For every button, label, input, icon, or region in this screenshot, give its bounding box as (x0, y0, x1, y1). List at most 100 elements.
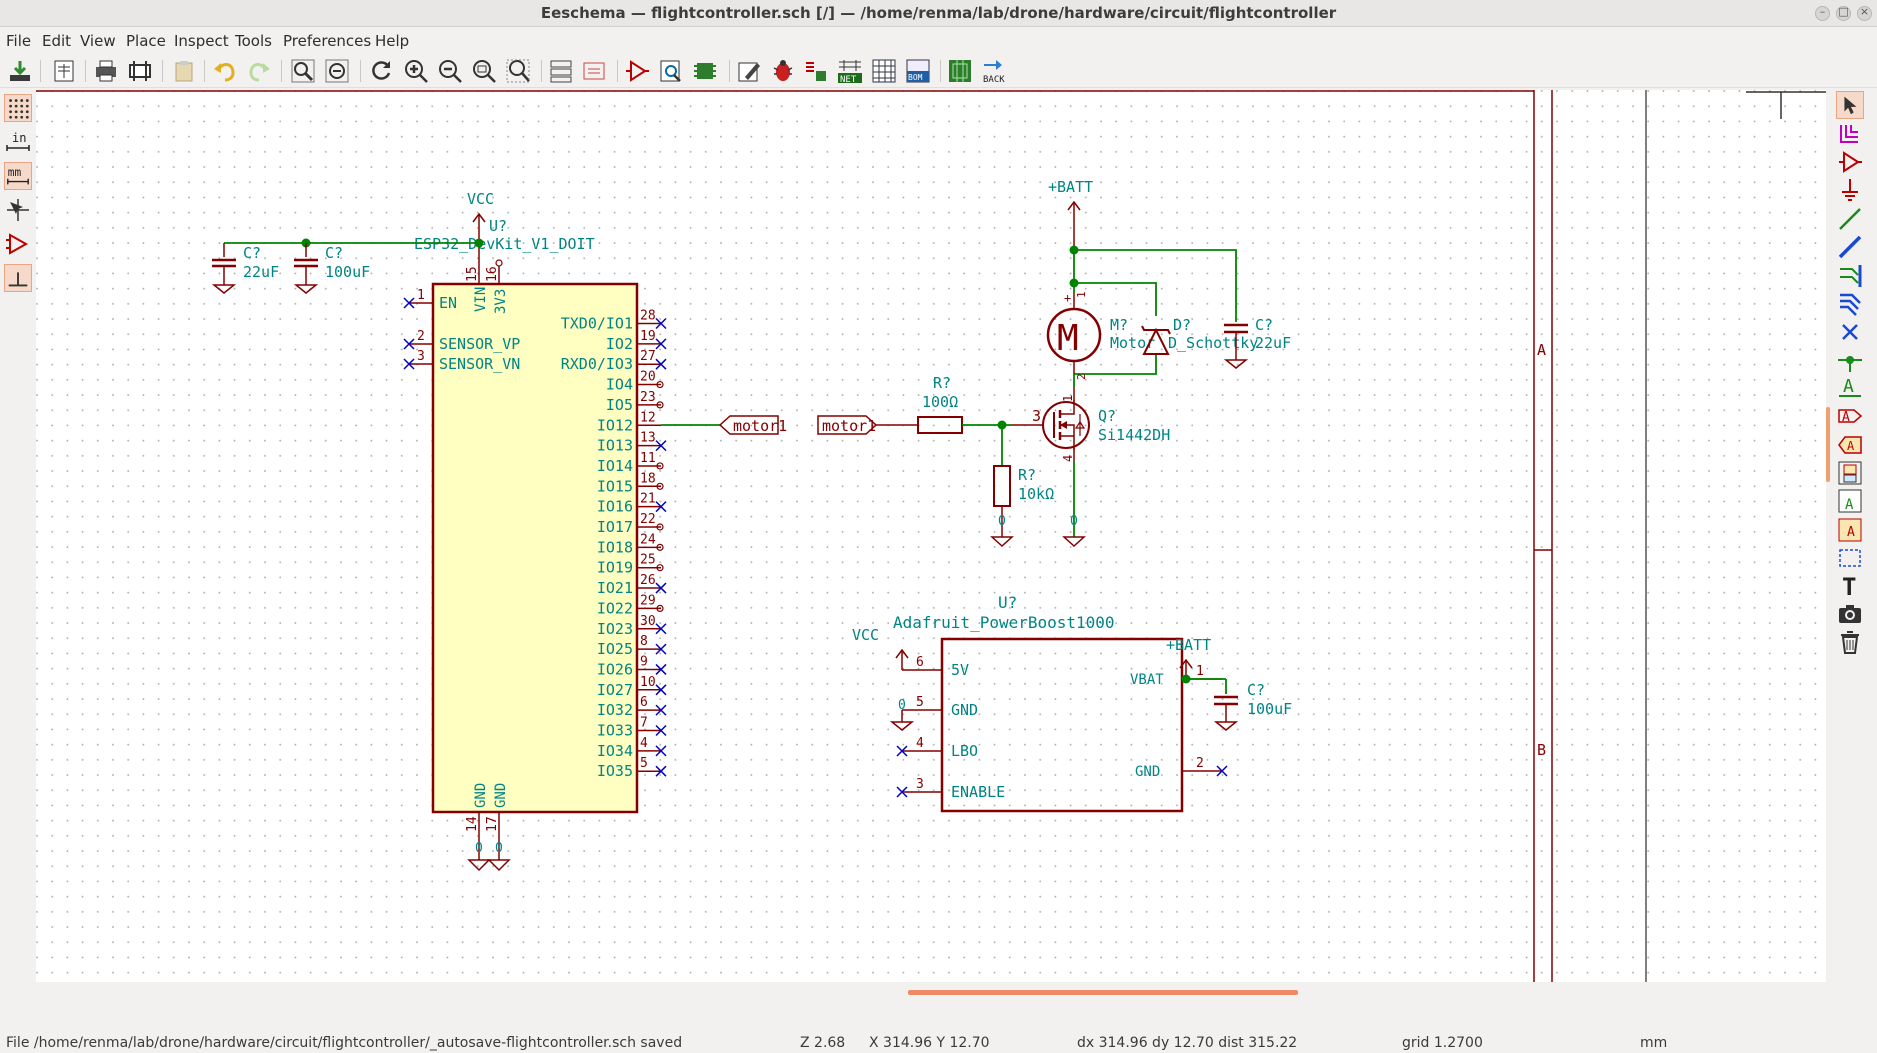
close-button[interactable]: × (1857, 5, 1872, 21)
no-connect-marker[interactable] (655, 501, 667, 513)
pulldown-resistor[interactable]: 0 R? 10kΩ (990, 465, 1054, 548)
batt-power-symbol-pb[interactable]: +BATT (1166, 636, 1211, 679)
no-connect-marker[interactable] (896, 786, 908, 798)
horizontal-scrollbar[interactable] (36, 982, 1826, 1000)
no-connect-marker[interactable] (655, 623, 667, 635)
hidden-pins-icon[interactable] (4, 230, 32, 258)
menu-view[interactable]: View (80, 32, 116, 50)
cursor-shape-icon[interactable] (4, 196, 32, 224)
no-connect-marker[interactable] (896, 745, 908, 757)
hierarchy-navigator-icon[interactable] (547, 57, 575, 85)
annotate-icon[interactable] (735, 57, 763, 85)
menu-edit[interactable]: Edit (42, 32, 72, 50)
add-bus-icon[interactable] (1836, 233, 1864, 261)
vcc-power-symbol-pb[interactable]: VCC (852, 626, 909, 670)
pcbnew-icon[interactable] (946, 57, 974, 85)
motor-m1[interactable]: M + 1 2 M? Motor (1046, 291, 1155, 380)
redo-icon[interactable] (245, 57, 273, 85)
add-sheet-pin-icon[interactable]: A (1836, 516, 1864, 544)
esp32-gnd-symbols[interactable]: 0 0 (467, 841, 511, 872)
paste-icon[interactable] (170, 57, 198, 85)
no-connect-marker[interactable] (655, 317, 667, 330)
import-sheet-pin-icon[interactable]: A (1836, 487, 1864, 515)
back-annotate-icon[interactable]: BACK (980, 57, 1014, 85)
page-settings-icon[interactable] (50, 57, 78, 85)
maximize-button[interactable]: □ (1836, 5, 1851, 21)
text-icon[interactable]: T (1836, 572, 1864, 600)
pb-gnd-symbol[interactable]: 0 (889, 698, 915, 731)
esp32-body[interactable] (431, 282, 639, 814)
vcc-power-symbol[interactable]: VCC (467, 190, 494, 260)
no-connect-marker[interactable] (655, 745, 667, 757)
menu-preferences[interactable]: Preferences (283, 32, 372, 50)
no-connect-marker[interactable] (655, 643, 667, 655)
powerboost-body[interactable] (940, 637, 1184, 813)
no-connect-marker[interactable] (403, 338, 415, 350)
no-connect-marker[interactable] (403, 358, 415, 370)
add-wire-icon[interactable] (1836, 205, 1864, 233)
bom-icon[interactable]: BOM (904, 57, 932, 85)
find-replace-icon[interactable] (323, 57, 351, 85)
gate-resistor[interactable]: R? 100Ω (917, 374, 963, 434)
zoom-fit-icon[interactable] (470, 57, 498, 85)
select-icon[interactable] (1836, 91, 1864, 119)
print-icon[interactable] (92, 57, 120, 85)
leave-sheet-icon[interactable] (580, 57, 608, 85)
units-mm-icon[interactable]: mm (4, 162, 32, 190)
add-symbol-icon[interactable] (1836, 148, 1864, 176)
motor1-label-driver[interactable]: motor1 (817, 415, 878, 435)
net-label-icon[interactable]: A (1836, 374, 1864, 402)
wire-45-icon[interactable] (4, 264, 32, 292)
plot-icon[interactable] (126, 57, 154, 85)
no-connect-marker[interactable] (655, 338, 667, 350)
bus-definitions-icon[interactable] (870, 57, 898, 85)
mosfet-q1[interactable]: 3 1 4 Q? Si1442DH (1011, 388, 1170, 462)
image-icon[interactable] (1836, 600, 1864, 628)
menu-tools[interactable]: Tools (235, 32, 272, 50)
footprint-editor-icon[interactable] (691, 57, 719, 85)
hier-label-icon[interactable]: A (1836, 431, 1864, 459)
junction-icon[interactable] (1836, 346, 1864, 374)
undo-icon[interactable] (211, 57, 239, 85)
pb-gnd-noconnect[interactable] (1216, 765, 1228, 777)
menu-file[interactable]: File (6, 32, 32, 50)
no-connect-marker[interactable] (655, 765, 667, 777)
esp32-symbol[interactable]: U? ESP32_DevKit_V1_DOIT 28TXD0/IO119IO22… (403, 217, 667, 860)
q1-gnd-symbol[interactable] (1062, 536, 1086, 548)
global-label-icon[interactable]: A (1836, 402, 1864, 430)
zoom-in-icon[interactable] (402, 57, 430, 85)
minimize-button[interactable]: – (1815, 5, 1830, 21)
save-icon[interactable] (6, 57, 34, 85)
batt-power-symbol-top[interactable]: +BATT (1048, 178, 1093, 250)
symbol-browser-icon[interactable] (657, 57, 685, 85)
no-connect-icon[interactable] (1836, 318, 1864, 346)
find-icon[interactable] (289, 57, 317, 85)
no-connect-marker[interactable] (655, 684, 667, 696)
bus-entry-icon[interactable] (1836, 289, 1864, 317)
add-power-icon[interactable] (1836, 176, 1864, 204)
right-toolbar-scroll-indicator[interactable] (1826, 407, 1830, 482)
menu-place[interactable]: Place (126, 32, 166, 50)
schematic-drawing[interactable]: A B U? ESP32_DevKit_V1_DOIT 28TXD0/IO119… (36, 90, 1826, 982)
motor1-label-esp[interactable]: motor1 (718, 415, 787, 435)
pb-cap-c4[interactable]: C? 100uF (1213, 681, 1292, 731)
no-connect-marker[interactable] (655, 440, 667, 452)
symbol-editor-icon[interactable] (623, 57, 651, 85)
no-connect-marker[interactable] (655, 724, 667, 737)
horizontal-scrollbar-thumb[interactable] (908, 990, 1298, 995)
zoom-out-icon[interactable] (436, 57, 464, 85)
no-connect-marker[interactable] (655, 358, 667, 370)
netlist-icon[interactable]: NET (836, 57, 864, 85)
zoom-selection-icon[interactable] (504, 57, 532, 85)
units-inch-icon[interactable]: in (4, 128, 32, 156)
menu-inspect[interactable]: Inspect (174, 32, 229, 50)
graphic-line-icon[interactable] (1836, 544, 1864, 572)
menu-help[interactable]: Help (375, 32, 410, 50)
assign-footprints-icon[interactable] (802, 57, 830, 85)
no-connect-marker[interactable] (655, 582, 667, 594)
no-connect-marker[interactable] (403, 297, 415, 309)
delete-icon[interactable] (1836, 628, 1864, 656)
hier-sheet-icon[interactable] (1836, 459, 1864, 487)
